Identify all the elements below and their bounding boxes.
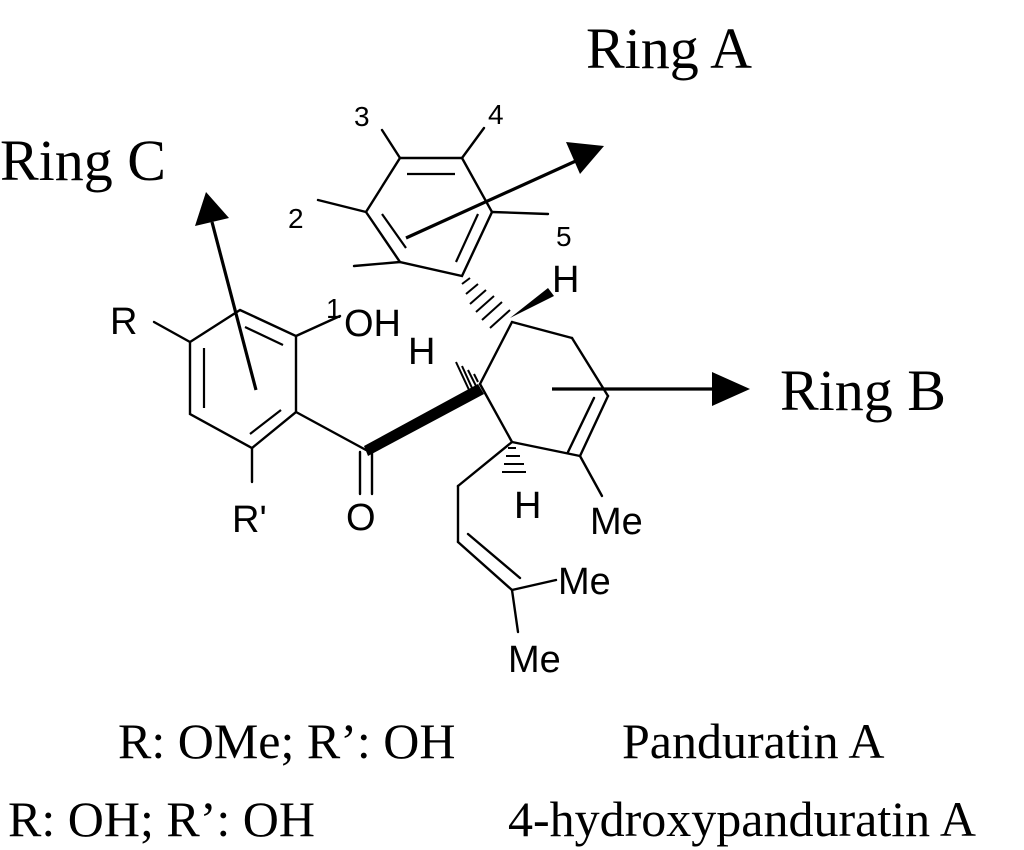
hydrogen-bottom-label: H <box>514 485 541 527</box>
ring-b-bonds <box>478 320 610 498</box>
methyl-chain-label-1: Me <box>558 561 611 603</box>
ring-b-label: Ring B <box>780 358 946 423</box>
ring-c-bonds <box>152 308 368 484</box>
legend-compound-1: Panduratin A <box>622 713 884 769</box>
hashed-bond-top <box>461 277 511 329</box>
position-number-3: 3 <box>354 101 370 132</box>
ring-a-bonds <box>316 126 550 278</box>
position-number-2: 2 <box>288 203 304 234</box>
methyl-ring-label: Me <box>590 501 643 543</box>
r-substituent-label: R <box>110 301 137 343</box>
ring-a-label: Ring A <box>586 16 752 81</box>
ring-c-label: Ring C <box>0 128 166 193</box>
methyl-chain-label-2: Me <box>508 639 561 681</box>
hydrogen-top-label: H <box>552 259 579 301</box>
arrow-ring-a <box>405 142 604 240</box>
wedge-bond-h-top <box>510 288 554 318</box>
legend-substituents-2: R: OH; R’: OH <box>8 791 315 847</box>
carbonyl-group <box>358 384 484 496</box>
position-number-4: 4 <box>488 99 504 130</box>
r-prime-substituent-label: R' <box>232 499 267 541</box>
hydroxyl-label: OH <box>344 303 401 345</box>
legend-substituents-1: R: OMe; R’: OH <box>118 713 456 769</box>
legend-compound-2: 4-hydroxypanduratin A <box>508 791 976 847</box>
carbonyl-oxygen-label: O <box>346 497 376 539</box>
arrow-ring-b <box>552 372 750 406</box>
position-number-5: 5 <box>556 221 572 252</box>
position-number-1: 1 <box>326 293 342 324</box>
hydrogen-left-label: H <box>408 331 435 373</box>
arrow-ring-c <box>195 192 258 391</box>
prenyl-chain <box>456 440 558 634</box>
hashed-bond-left <box>455 361 479 393</box>
hashed-bond-bottom <box>502 447 526 473</box>
